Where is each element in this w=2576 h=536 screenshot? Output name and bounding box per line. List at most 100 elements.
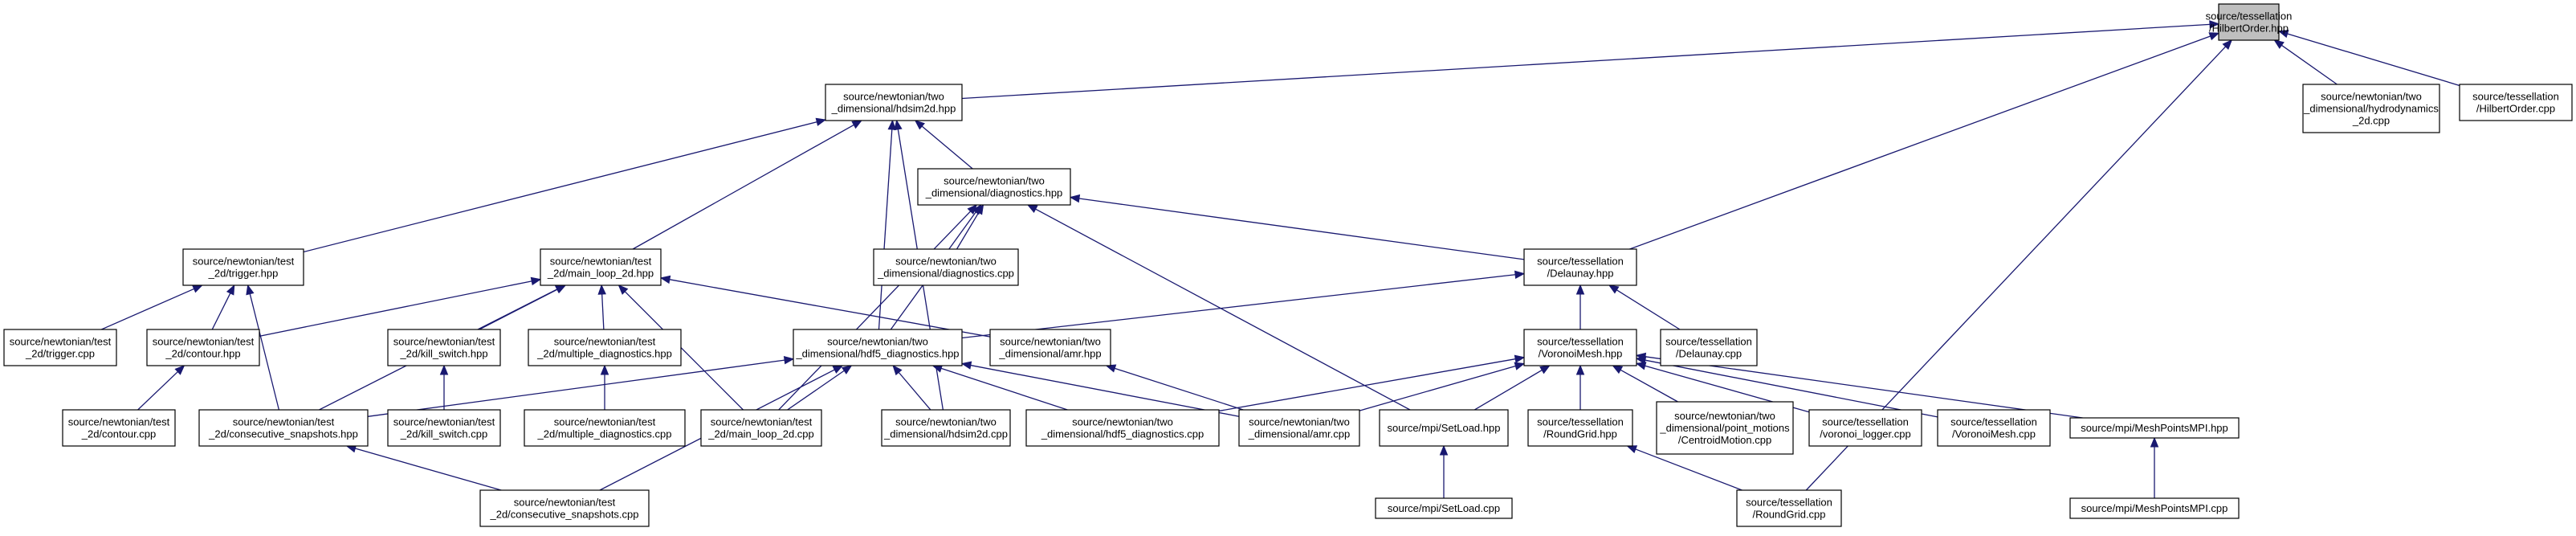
node-diag_hpp[interactable]: source/newtonian/two_dimensional/diagnos… <box>917 168 1071 206</box>
node-vlogger_cpp[interactable]: source/tessellation/voronoi_logger.cpp <box>1808 409 1922 447</box>
edge-contour_hpp-to-mainloop_hpp <box>259 276 542 337</box>
edge-line <box>303 121 817 253</box>
arrowhead <box>2273 39 2285 49</box>
node-delaunay_cpp[interactable]: source/tessellation/Delaunay.cpp <box>1660 329 1758 366</box>
node-roundgrid_cpp[interactable]: source/tessellation/RoundGrid.cpp <box>1736 489 1842 527</box>
node-contour_hpp[interactable]: source/newtonian/test_2d/contour.hpp <box>146 329 260 366</box>
node-label-line: source/newtonian/two <box>944 175 1045 187</box>
edge-line <box>211 293 231 330</box>
node-label-line: /HilbertOrder.hpp <box>2209 23 2289 35</box>
arrowhead <box>1539 365 1551 374</box>
edge-multi_cpp-to-multi_hpp <box>600 364 609 410</box>
node-box <box>1238 409 1360 447</box>
node-kill_hpp[interactable]: source/newtonian/test_2d/kill_switch.hpp <box>387 329 501 366</box>
arrowhead <box>894 119 903 131</box>
node-box <box>1379 409 1509 447</box>
edge-consec_hpp-to-hdf5_hpp <box>367 356 795 417</box>
edge-line <box>2281 44 2338 85</box>
node-hdsim2d_hpp[interactable]: source/newtonian/two_dimensional/hdsim2d… <box>825 84 963 121</box>
node-box <box>62 409 176 447</box>
node-box <box>3 329 117 366</box>
node-kill_cpp[interactable]: source/newtonian/test_2d/kill_switch.cpp <box>387 409 501 447</box>
node-box <box>1523 248 1637 286</box>
node-box <box>387 409 501 447</box>
node-label-line: _dimensional/diagnostics.hpp <box>925 187 1063 199</box>
node-roundgrid_hpp[interactable]: source/tessellation/RoundGrid.hpp <box>1527 409 1633 447</box>
arrowhead <box>2209 20 2220 29</box>
node-contour_cpp[interactable]: source/newtonian/test_2d/contour.cpp <box>62 409 176 447</box>
arrowhead <box>2208 32 2220 41</box>
edge-mainloop_hpp-to-hdsim2d_hpp <box>632 120 863 250</box>
node-mainloop_hpp[interactable]: source/newtonian/test_2d/main_loop_2d.hp… <box>540 248 662 286</box>
node-centroid_cpp[interactable]: source/newtonian/two_dimensional/point_m… <box>1656 401 1794 455</box>
node-label-line: /HilbertOrder.cpp <box>2476 103 2555 115</box>
node-box <box>1523 329 1637 366</box>
arrowhead <box>851 120 863 129</box>
node-label-line: /Delaunay.hpp <box>1547 268 1614 280</box>
node-hilbert_cpp[interactable]: source/tessellation/HilbertOrder.cpp <box>2459 84 2573 121</box>
node-multi_hpp[interactable]: source/newtonian/test_2d/multiple_diagno… <box>528 329 682 366</box>
node-consec_hpp[interactable]: source/newtonian/test_2d/consecutive_sna… <box>198 409 369 447</box>
node-meshmpi_cpp[interactable]: source/mpi/MeshPointsMPI.cpp <box>2069 497 2240 519</box>
node-label-line: /VoronoiMesh.hpp <box>1539 348 1623 360</box>
node-setload_cpp[interactable]: source/mpi/SetLoad.cpp <box>1375 497 1513 519</box>
arrowhead <box>597 284 606 295</box>
edge-line <box>1629 35 2211 250</box>
node-diag_cpp[interactable]: source/newtonian/two_dimensional/diagnos… <box>873 248 1019 286</box>
edge-line <box>249 293 280 411</box>
node-meshmpi_hpp[interactable]: source/mpi/MeshPointsMPI.hpp <box>2069 417 2240 439</box>
arrowhead <box>1626 445 1638 454</box>
node-root[interactable]: source/tessellation/HilbertOrder.hpp <box>2206 3 2293 41</box>
node-box <box>2218 3 2280 41</box>
node-box <box>528 329 682 366</box>
node-box <box>540 248 662 286</box>
node-box <box>2302 84 2440 133</box>
node-voronoi_cpp[interactable]: source/tessellation/VoronoiMesh.cpp <box>1937 409 2051 447</box>
edge-line <box>940 367 1068 411</box>
edge-line <box>956 212 980 250</box>
edge-hdf5_cpp-to-voronoi_hpp <box>1218 354 1526 412</box>
edge-contour_cpp-to-contour_hpp <box>137 365 185 411</box>
node-label-line: _2d.cpp <box>2352 115 2390 127</box>
node-box <box>1025 409 1220 447</box>
node-setload_hpp[interactable]: source/mpi/SetLoad.hpp <box>1379 409 1509 447</box>
node-amr_cpp[interactable]: source/newtonian/two_dimensional/amr.cpp <box>1238 409 1360 447</box>
node-label-line: source/tessellation <box>1822 416 1909 428</box>
node-label-line: source/newtonian/test <box>10 336 112 348</box>
node-hdf5_cpp[interactable]: source/newtonian/two_dimensional/hdf5_di… <box>1025 409 1220 447</box>
node-mainloop_cpp[interactable]: source/newtonian/test_2d/main_loop_2d.cp… <box>700 409 822 447</box>
node-label-line: _2d/contour.cpp <box>81 428 157 440</box>
edge-consec_hpp-to-trigger_hpp <box>246 284 280 411</box>
node-label-line: source/newtonian/two <box>895 256 997 268</box>
edge-delaunay_hpp-to-root <box>1629 32 2220 250</box>
node-box <box>182 248 304 286</box>
node-trigger_hpp[interactable]: source/newtonian/test_2d/trigger.hpp <box>182 248 304 286</box>
node-label-line: source/tessellation <box>1537 416 1624 428</box>
node-amr_hpp[interactable]: source/newtonian/two_dimensional/amr.hpp <box>989 329 1111 366</box>
node-label-line: /CentroidMotion.cpp <box>1678 434 1771 446</box>
edge-hdf5_hpp-to-hdsim2d_hpp <box>878 119 897 330</box>
node-trigger_cpp[interactable]: source/newtonian/test_2d/trigger.cpp <box>3 329 117 366</box>
node-label-line: _dimensional/hydrodynamics <box>2303 103 2439 115</box>
edge-line <box>1645 359 1938 418</box>
edge-centroid_cpp-to-voronoi_hpp <box>1612 365 1678 403</box>
node-box <box>1660 329 1758 366</box>
node-label-line: source/newtonian/test <box>193 256 295 268</box>
node-hydro_cpp[interactable]: source/newtonian/two_dimensional/hydrody… <box>2302 84 2440 133</box>
node-label-line: source/mpi/MeshPointsMPI.cpp <box>2081 502 2228 514</box>
edge-line <box>601 293 605 330</box>
node-voronoi_hpp[interactable]: source/tessellation/VoronoiMesh.hpp <box>1523 329 1637 366</box>
node-label-line: _2d/multiple_diagnostics.cpp <box>537 428 672 440</box>
node-hdsim2d_cpp[interactable]: source/newtonian/two_dimensional/hdsim2d… <box>881 409 1011 447</box>
edge-line <box>1035 208 1411 411</box>
edge-meshmpi_cpp-to-meshmpi_hpp <box>2150 436 2159 498</box>
node-multi_cpp[interactable]: source/newtonian/test_2d/multiple_diagno… <box>524 409 686 447</box>
edge-line <box>1115 367 1244 411</box>
node-hdf5_hpp[interactable]: source/newtonian/two_dimensional/hdf5_di… <box>793 329 963 366</box>
node-label-line: _2d/trigger.hpp <box>208 268 279 280</box>
node-delaunay_hpp[interactable]: source/tessellation/Delaunay.hpp <box>1523 248 1637 286</box>
node-consec_cpp[interactable]: source/newtonian/test_2d/consecutive_sna… <box>479 489 650 527</box>
edge-line <box>1620 369 1678 403</box>
edge-trigger_cpp-to-trigger_hpp <box>101 284 203 330</box>
